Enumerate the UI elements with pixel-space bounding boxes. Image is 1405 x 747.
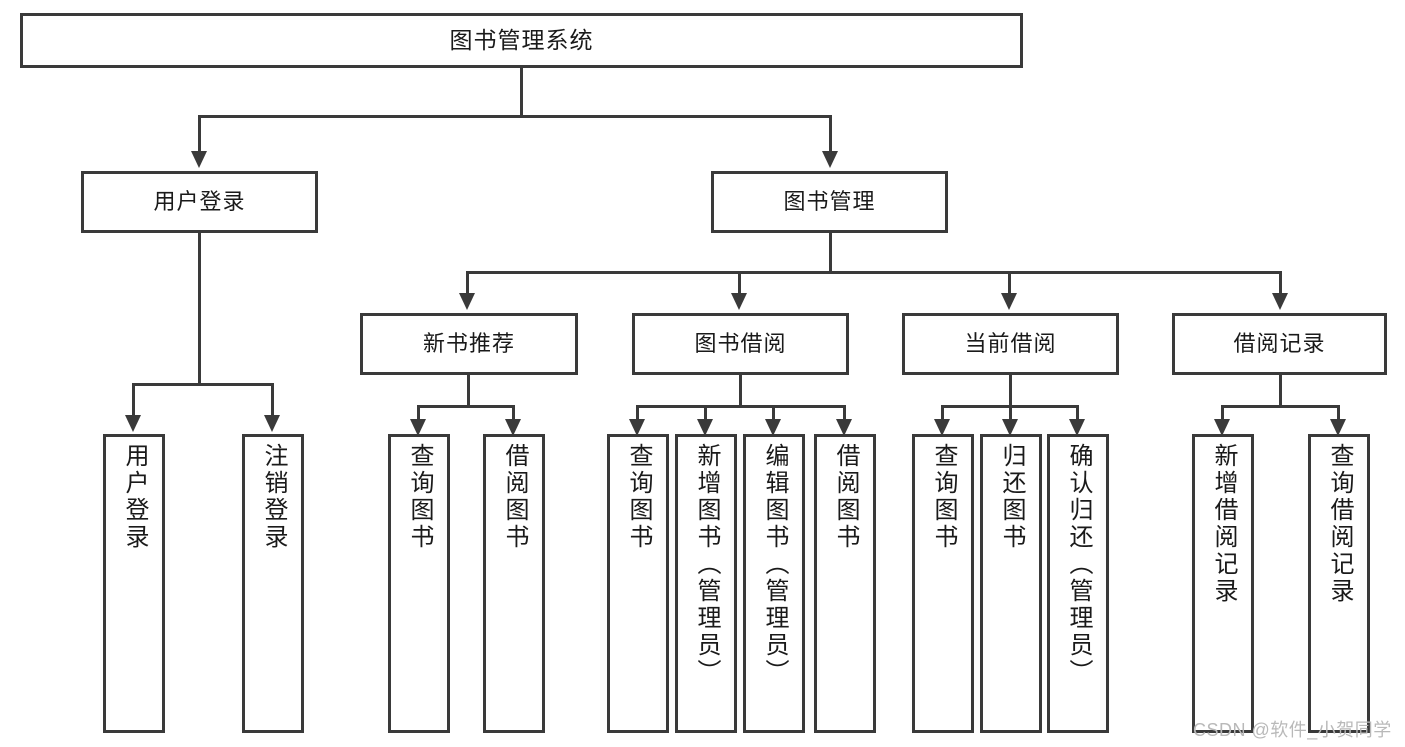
arrowhead-leaf-confirm-return — [1069, 419, 1085, 436]
node-label: 图书管理 — [783, 189, 876, 215]
node-leaf-query-book-current[interactable]: 查询图书 — [912, 434, 974, 733]
node-leaf-add-borrow-record[interactable]: 新增借阅记录 — [1192, 434, 1254, 733]
node-borrow-record[interactable]: 借阅记录 — [1172, 313, 1387, 375]
arrowhead-leaf-borrow-book-2 — [836, 419, 852, 436]
connector-to-new-book-recommend — [466, 271, 469, 295]
node-label: 查询图书 — [930, 443, 957, 551]
arrowhead-leaf-logout-login — [264, 415, 280, 432]
node-leaf-query-book-recommend[interactable]: 查询图书 — [388, 434, 450, 733]
arrowhead-leaf-query-book-1 — [410, 419, 426, 436]
node-leaf-query-borrow-record[interactable]: 查询借阅记录 — [1308, 434, 1370, 733]
arrowhead-current-borrow — [1001, 293, 1017, 310]
arrowhead-book-borrow — [731, 293, 747, 310]
connector-current-borrow-stem — [1009, 375, 1012, 407]
arrowhead-leaf-add-record — [1214, 419, 1230, 436]
node-label: 用户登录 — [153, 189, 246, 215]
connector-user-login-stem — [198, 233, 201, 385]
node-label: 新增图书（管理员） — [693, 443, 720, 686]
node-label: 借阅图书 — [501, 443, 528, 551]
connector-to-book-manage — [829, 115, 832, 153]
arrowhead-leaf-return-book — [1002, 419, 1018, 436]
connector-nbr-right — [512, 405, 515, 421]
node-leaf-return-book[interactable]: 归还图书 — [980, 434, 1042, 733]
connector-to-book-borrow — [738, 271, 741, 295]
node-label: 新书推荐 — [422, 331, 515, 357]
arrowhead-leaf-user-login — [125, 415, 141, 432]
node-label: 注销登录 — [260, 443, 287, 551]
arrowhead-leaf-add-book — [697, 419, 713, 436]
node-leaf-add-book[interactable]: 新增图书（管理员） — [675, 434, 737, 733]
connector-bb-1 — [636, 405, 639, 421]
node-label: 借阅记录 — [1233, 331, 1326, 357]
connector-bb-4 — [843, 405, 846, 421]
connector-book-borrow-bus — [636, 405, 846, 408]
node-user-login[interactable]: 用户登录 — [81, 171, 318, 233]
connector-br-right — [1337, 405, 1340, 421]
connector-cb-3 — [1076, 405, 1079, 421]
csdn-watermark: CSDN @软件_小贺同学 — [1193, 720, 1392, 740]
node-leaf-query-book-borrow[interactable]: 查询图书 — [607, 434, 669, 733]
node-book-borrow[interactable]: 图书借阅 — [632, 313, 849, 375]
arrowhead-leaf-borrow-book-1 — [505, 419, 521, 436]
node-leaf-edit-book[interactable]: 编辑图书（管理员） — [743, 434, 805, 733]
connector-borrow-record-bus — [1221, 405, 1340, 408]
connector-level3-bus — [466, 271, 1282, 274]
node-label: 查询图书 — [625, 443, 652, 551]
connector-bb-2 — [704, 405, 707, 421]
connector-user-login-right — [271, 383, 274, 417]
node-label: 确认归还（管理员） — [1065, 443, 1092, 686]
node-label: 用户登录 — [121, 443, 148, 551]
connector-root-stem — [520, 68, 523, 117]
connector-borrow-record-stem — [1279, 375, 1282, 407]
connector-nbr-left — [417, 405, 420, 421]
node-label: 图书管理系统 — [449, 27, 594, 54]
connector-cb-1 — [941, 405, 944, 421]
node-label: 编辑图书（管理员） — [761, 443, 788, 686]
node-book-manage[interactable]: 图书管理 — [711, 171, 948, 233]
connector-cb-2 — [1009, 405, 1012, 421]
arrowhead-new-book-recommend — [459, 293, 475, 310]
node-leaf-borrow-book[interactable]: 借阅图书 — [814, 434, 876, 733]
connector-level2-bus — [198, 115, 832, 118]
node-leaf-confirm-return[interactable]: 确认归还（管理员） — [1047, 434, 1109, 733]
connector-user-login-left — [132, 383, 135, 417]
arrowhead-borrow-record — [1272, 293, 1288, 310]
arrowhead-leaf-edit-book — [765, 419, 781, 436]
connector-new-book-recommend-bus — [417, 405, 515, 408]
node-label: 图书借阅 — [694, 331, 787, 357]
node-label: 新增借阅记录 — [1210, 443, 1237, 605]
connector-new-book-recommend-stem — [467, 375, 470, 407]
node-leaf-logout-login[interactable]: 注销登录 — [242, 434, 304, 733]
node-current-borrow[interactable]: 当前借阅 — [902, 313, 1119, 375]
connector-bb-3 — [772, 405, 775, 421]
node-label: 当前借阅 — [964, 331, 1057, 357]
node-leaf-borrow-book-recommend[interactable]: 借阅图书 — [483, 434, 545, 733]
arrowhead-leaf-query-record — [1330, 419, 1346, 436]
node-leaf-user-login[interactable]: 用户登录 — [103, 434, 165, 733]
connector-to-user-login — [198, 115, 201, 153]
connector-br-left — [1221, 405, 1224, 421]
node-new-book-recommend[interactable]: 新书推荐 — [360, 313, 578, 375]
connector-to-borrow-record — [1279, 271, 1282, 295]
arrowhead-leaf-query-book-2 — [629, 419, 645, 436]
arrowhead-book-manage — [822, 151, 838, 168]
connector-user-login-bus — [132, 383, 271, 386]
node-label: 查询借阅记录 — [1326, 443, 1353, 605]
arrowhead-leaf-query-book-3 — [934, 419, 950, 436]
node-label: 查询图书 — [406, 443, 433, 551]
arrowhead-user-login — [191, 151, 207, 168]
connector-book-borrow-stem — [739, 375, 742, 407]
connector-to-current-borrow — [1008, 271, 1011, 295]
node-root-book-management-system[interactable]: 图书管理系统 — [20, 13, 1023, 68]
connector-book-manage-stem — [829, 233, 832, 273]
node-label: 归还图书 — [998, 443, 1025, 551]
node-label: 借阅图书 — [832, 443, 859, 551]
